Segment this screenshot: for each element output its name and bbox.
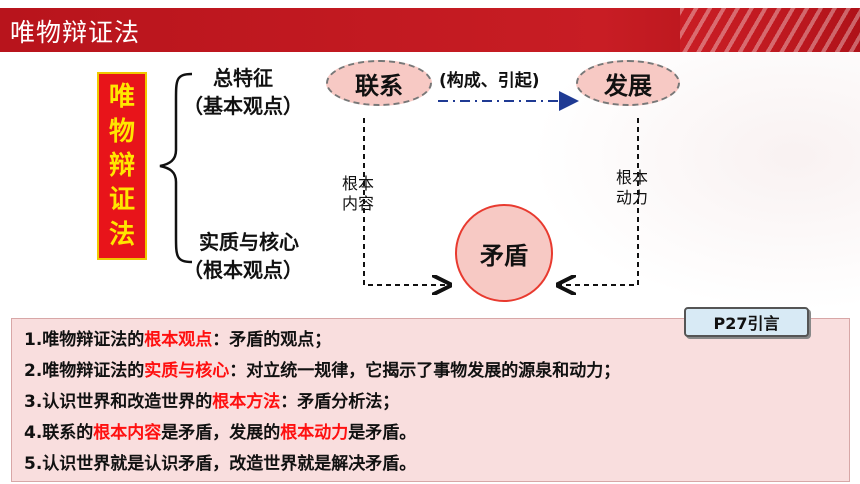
note-text: ：对立统一规律，它揭示了事物发展的源泉和动力； [229,361,621,381]
note-text: 4.联系的 [24,423,94,443]
note-line: 4.联系的根本内容是矛盾，发展的根本动力是矛盾。 [24,418,849,449]
note-highlight: 根本内容 [93,423,162,443]
note-text: 5.认识世界就是认识矛盾，改造世界就是解决矛盾。 [24,454,417,474]
develop-contradiction-arrow [560,118,639,285]
node-link: 联系 [326,60,432,106]
note-text: 3.认识世界和改造世界的 [24,392,213,412]
label-char: 辩 [108,150,135,181]
note-text: ：矛盾的观点； [212,330,332,350]
arrow-label: (构成、引起) [439,71,540,91]
note-highlight: 根本观点 [144,330,213,350]
note-text: 1.唯物辩证法的 [24,330,145,350]
header-decoration [680,8,860,52]
page-title: 唯物辩证法 [10,18,141,47]
note-highlight: 根本动力 [280,423,349,443]
edge-label-line: 根本 [342,174,375,193]
basic-view-label: （基本观点） [183,94,303,118]
label-char: 唯 [108,82,135,113]
curly-brace [159,72,193,264]
fundamental-motive-label: 根本 动力 [616,168,648,208]
general-feature-label: 总特征 [213,66,273,90]
note-line: 2.唯物辩证法的实质与核心：对立统一规律，它揭示了事物发展的源泉和动力； [24,356,849,387]
note-highlight: 实质与核心 [144,361,230,381]
note-line: 1.唯物辩证法的根本观点：矛盾的观点； [24,325,849,356]
note-line: 5.认识世界就是认识矛盾，改造世界就是解决矛盾。 [24,449,849,480]
label-char: 物 [108,116,135,147]
note-text: ：矛盾分析法； [280,392,400,412]
node-develop: 发展 [576,60,680,106]
edge-label-line: 内容 [342,194,375,213]
node-contradiction: 矛盾 [455,204,553,302]
header-stripes [680,8,860,52]
essence-core-label: 实质与核心 [199,230,299,254]
page-reference-badge: P27引言 [684,307,809,337]
edge-label-line: 动力 [616,188,649,207]
notes-box: 1.唯物辩证法的根本观点：矛盾的观点； 2.唯物辩证法的实质与核心：对立统一规律… [11,318,850,482]
note-text: 2.唯物辩证法的 [24,361,145,381]
header-bar: 唯物辩证法 [0,8,860,52]
fundamental-view-label: （根本观点） [183,258,303,282]
edge-label-line: 根本 [616,168,649,187]
label-char: 法 [108,219,135,250]
diagram-lines [159,72,639,310]
dialectics-label-box: 唯 物 辩 证 法 [97,72,147,260]
note-line: 3.认识世界和改造世界的根本方法：矛盾分析法； [24,387,849,418]
link-contradiction-arrow [363,118,448,285]
fundamental-content-label: 根本 内容 [342,174,374,214]
note-text: 是矛盾，发展的 [161,423,281,443]
label-char: 证 [108,185,135,216]
note-text: 是矛盾。 [348,423,417,443]
note-highlight: 根本方法 [212,392,281,412]
